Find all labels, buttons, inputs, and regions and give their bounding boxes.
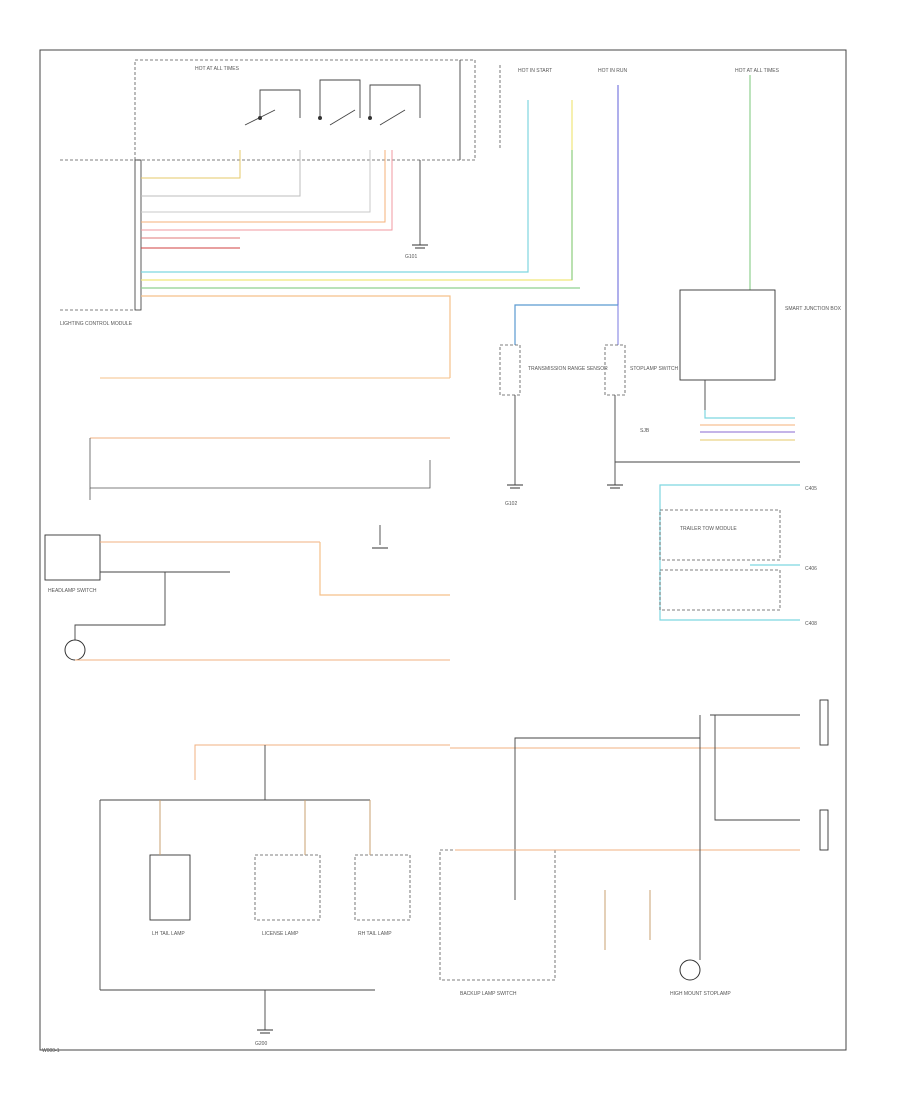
lh-tail-lamp: LH TAIL LAMP [149, 800, 191, 937]
top-fuse-label: HOT AT ALL TIMES [195, 66, 240, 72]
pressure-sensor-label: TRANSMISSION RANGE SENSOR [528, 366, 608, 372]
hot-run-label: HOT IN RUN [598, 68, 627, 74]
trailer-circuit: C405 C406 C408 TRAILER TOW MODULE [659, 484, 817, 627]
g101-label: G101 [405, 254, 417, 260]
trailer-label: TRAILER TOW MODULE [680, 526, 737, 532]
left-module-label: LIGHTING CONTROL MODULE [60, 321, 133, 327]
lamp-mid-label: LICENSE LAMP [262, 931, 299, 937]
sjb-label: SJB [640, 428, 650, 434]
lamp-left-label: LH TAIL LAMP [152, 931, 185, 937]
hot-start-label: HOT IN START [518, 68, 552, 74]
license-lamp: LICENSE LAMP [254, 800, 321, 937]
brake-switch-label: STOPLAMP SWITCH [630, 366, 679, 372]
g200-label: G200 [255, 1041, 267, 1047]
lamp-right-label: RH TAIL LAMP [358, 931, 392, 937]
hot-right-label: HOT AT ALL TIMES [735, 68, 780, 74]
g102-label: G102 [505, 501, 517, 507]
c406-label: C406 [805, 566, 817, 572]
bottom-right-label: HIGH MOUNT STOPLAMP [670, 991, 731, 997]
right-module-label: SMART JUNCTION BOX [785, 306, 842, 312]
harness-wires [89, 120, 580, 500]
c408-label: C408 [805, 621, 817, 627]
bottom-center-label: BACKUP LAMP SWITCH [460, 991, 517, 997]
headlamp-switch-label: HEADLAMP SWITCH [48, 588, 97, 594]
right-edge-connectors [819, 699, 829, 851]
rh-tail-lamp: RH TAIL LAMP [354, 800, 411, 937]
backup-lamp-switch: BACKUP LAMP SWITCH [439, 737, 800, 997]
bottom-harness: G200 [99, 744, 800, 1047]
right-module: HOT AT ALL TIMES SMART JUNCTION BOX SJB [640, 68, 842, 441]
transmission-range-sensor: TRANSMISSION RANGE SENSOR G102 [499, 344, 608, 507]
diagram-frame [39, 49, 847, 1051]
switch-cluster: HOT AT ALL TIMES [134, 59, 476, 161]
hot-feeds-center: HOT IN START HOT IN RUN [499, 65, 627, 345]
page-ref: W000-1 [42, 1048, 60, 1054]
high-mount-stoplamp: HIGH MOUNT STOPLAMP [604, 714, 800, 997]
headlamp-switch: HEADLAMP SWITCH [44, 525, 450, 661]
stoplamp-switch: STOPLAMP SWITCH [604, 344, 800, 489]
lighting-control-module: LIGHTING CONTROL MODULE [60, 159, 142, 327]
ground-g101: G101 [405, 160, 428, 260]
c405-label: C405 [805, 486, 817, 492]
